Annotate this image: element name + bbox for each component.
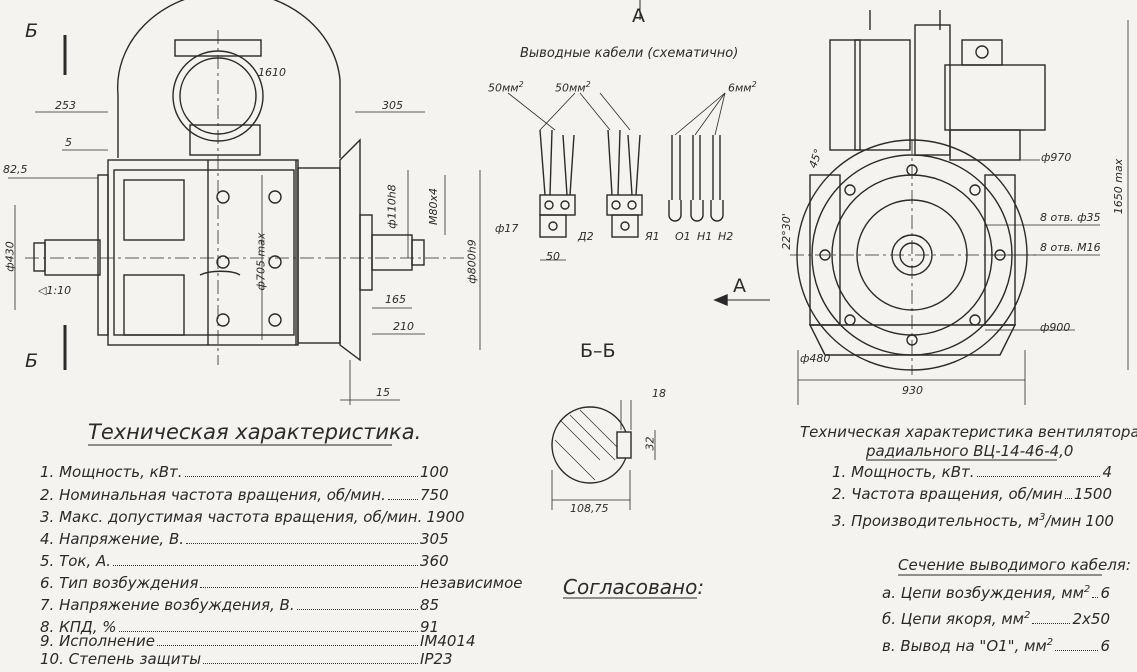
dim-305: 305 bbox=[382, 99, 403, 112]
cable-label-o1: О1 bbox=[675, 230, 691, 243]
dim-1650-max: 1650 max bbox=[1112, 158, 1126, 215]
dim-d17: ф17 bbox=[495, 222, 519, 235]
spec-row: 1. Мощность, кВт.100 bbox=[40, 463, 449, 481]
front-view bbox=[8, 0, 481, 405]
dim-82-5: 82,5 bbox=[3, 163, 28, 176]
dim-d430: ф430 bbox=[3, 241, 17, 272]
cable-50-b: 50мм2 bbox=[555, 80, 591, 95]
cable-label-n2: Н2 bbox=[718, 230, 734, 243]
spec-row: 8. КПД, %91 bbox=[40, 618, 440, 636]
dim-253: 253 bbox=[55, 99, 76, 112]
dim-d970: ф970 bbox=[1041, 151, 1072, 164]
dim-165: 165 bbox=[385, 293, 406, 306]
dim-m80: М80х4 bbox=[427, 188, 440, 225]
motor-spec-title: Техническая характеристика. bbox=[88, 420, 422, 444]
cables-scheme bbox=[507, 0, 770, 307]
cable-label-n1: Н1 bbox=[697, 230, 713, 243]
spec-row: 5. Ток, А.360 bbox=[40, 552, 449, 570]
cable-label-ya1: Я1 bbox=[645, 230, 660, 243]
dim-angle-22-30: 22°30' bbox=[779, 213, 793, 250]
dim-d900: ф900 bbox=[1040, 321, 1071, 334]
dim-d110: ф110h8 bbox=[385, 184, 399, 229]
section-bb-title: Б–Б bbox=[580, 340, 616, 362]
approved-label: Согласовано: bbox=[563, 575, 705, 599]
section-mark-b-top: Б bbox=[25, 20, 39, 42]
dim-holes-35: 8 отв. ф35 bbox=[1040, 211, 1101, 224]
spec-row: 4. Напряжение, В.305 bbox=[40, 530, 449, 548]
view-a-title: А bbox=[632, 5, 645, 27]
dim-taper: ◁1:10 bbox=[38, 284, 72, 297]
cables-title: Выводные кабели (схематично) bbox=[520, 46, 739, 61]
section-bb bbox=[551, 400, 656, 510]
view-a-arrow-label: А bbox=[733, 275, 746, 297]
spec-row: 3. Макс. допустимая частота вращения, об… bbox=[40, 508, 465, 526]
dim-1610: 1610 bbox=[258, 66, 286, 79]
spec-row: 2. Номинальная частота вращения, об/мин.… bbox=[40, 486, 449, 504]
fan-spec-title-line1: Техническая характеристика вентилятора bbox=[800, 423, 1137, 441]
cable-section-title: Сечение выводимого кабеля: bbox=[898, 556, 1131, 574]
dim-5: 5 bbox=[65, 136, 72, 149]
dim-holes-m16: 8 отв. М16 bbox=[1040, 241, 1101, 254]
dim-108-75: 108,75 bbox=[570, 502, 609, 515]
fan-spec-row: 1. Мощность, кВт.4 bbox=[832, 463, 1112, 481]
fan-spec-title-line2: радиального ВЦ-14-46-4,0 bbox=[866, 442, 1074, 460]
dim-d800: ф800h9 bbox=[465, 239, 479, 284]
dim-210: 210 bbox=[393, 320, 414, 333]
dim-930: 930 bbox=[902, 384, 923, 397]
dim-32: 32 bbox=[643, 436, 657, 451]
dim-15: 15 bbox=[376, 386, 390, 399]
spec-row: 7. Напряжение возбуждения, В.85 bbox=[40, 596, 440, 614]
dim-18: 18 bbox=[652, 387, 666, 400]
side-view bbox=[790, 10, 1129, 405]
cable-50-a: 50мм2 bbox=[488, 80, 524, 95]
dim-50: 50 bbox=[546, 250, 560, 263]
cable-label-d2: Д2 bbox=[578, 230, 594, 243]
section-mark-b-bottom: Б bbox=[25, 350, 39, 372]
cable-6: 6мм2 bbox=[728, 80, 757, 95]
dim-d705: ф705 max bbox=[254, 232, 268, 291]
dim-d480: ф480 bbox=[800, 352, 831, 365]
